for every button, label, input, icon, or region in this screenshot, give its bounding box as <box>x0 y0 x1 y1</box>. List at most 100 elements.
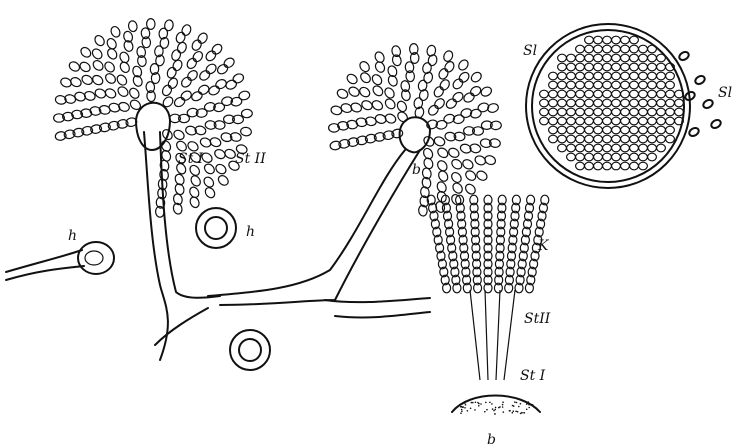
stipple-dot <box>503 411 505 413</box>
stipple-dot <box>461 411 463 413</box>
spore <box>188 196 200 209</box>
spore <box>457 70 471 84</box>
cell <box>585 81 594 89</box>
cell <box>567 108 576 116</box>
bottom-spore-inner <box>239 339 261 361</box>
spore <box>451 91 465 104</box>
spore <box>164 19 174 31</box>
cell <box>621 54 630 62</box>
cell <box>630 90 639 98</box>
cell <box>657 72 666 80</box>
cell <box>621 162 630 170</box>
cell <box>621 99 630 107</box>
cell <box>576 126 585 134</box>
label-b-bottom: b <box>487 432 496 448</box>
cell <box>657 144 666 152</box>
spore <box>203 162 217 175</box>
cell <box>648 153 657 161</box>
cell <box>630 153 639 161</box>
cell <box>576 90 585 98</box>
vesicle-stipple <box>460 401 534 414</box>
stipple-dot <box>526 403 528 405</box>
germinating-spore-body <box>78 242 114 274</box>
spore <box>185 57 198 71</box>
cell <box>576 63 585 71</box>
cell <box>576 108 585 116</box>
spore <box>167 77 180 91</box>
stipple-dot <box>462 406 464 408</box>
cell <box>657 135 666 143</box>
stipple-dot <box>526 409 528 411</box>
cell <box>558 135 567 143</box>
cell <box>639 162 648 170</box>
spore <box>232 72 245 84</box>
cell <box>621 81 630 89</box>
cell <box>675 108 684 116</box>
spore <box>436 146 450 159</box>
cell <box>603 36 612 44</box>
cell <box>639 126 648 134</box>
stipple-dot <box>528 407 530 409</box>
cell <box>648 144 657 152</box>
spore <box>196 31 209 45</box>
spore <box>462 91 476 104</box>
cell <box>585 63 594 71</box>
stipple-dot <box>464 407 466 409</box>
cell <box>549 108 558 116</box>
loose-spore <box>688 126 700 137</box>
cell <box>594 63 603 71</box>
cell <box>621 45 630 53</box>
cell <box>576 99 585 107</box>
cell <box>657 108 666 116</box>
cell <box>603 99 612 107</box>
cell <box>549 72 558 80</box>
spore <box>396 100 409 114</box>
cell <box>666 117 675 125</box>
spore <box>203 186 216 200</box>
cell <box>648 108 657 116</box>
cell <box>648 45 657 53</box>
cell <box>630 162 639 170</box>
spore <box>443 60 456 74</box>
cell <box>594 144 603 152</box>
spore <box>457 58 470 72</box>
cell <box>639 144 648 152</box>
cell <box>603 54 612 62</box>
cell <box>594 54 603 62</box>
germinating-spore-inner <box>85 251 103 265</box>
spore <box>238 90 251 101</box>
stipple-dot <box>495 407 497 409</box>
cell <box>612 153 621 161</box>
cell <box>576 45 585 53</box>
cell <box>567 135 576 143</box>
cell <box>666 135 675 143</box>
stipple-dot <box>498 407 500 409</box>
spore <box>171 59 183 72</box>
cell <box>540 108 549 116</box>
cell <box>594 72 603 80</box>
cell <box>639 108 648 116</box>
cell <box>585 36 594 44</box>
stipple-dot <box>491 403 493 405</box>
cell <box>612 108 621 116</box>
spore <box>78 60 92 73</box>
cell <box>639 54 648 62</box>
spore <box>68 60 82 73</box>
germinating-spore <box>6 250 84 280</box>
cell <box>603 117 612 125</box>
stipple-dot <box>532 404 534 406</box>
cell <box>567 81 576 89</box>
stipple-dot <box>523 412 525 414</box>
spore <box>181 24 193 37</box>
spore <box>202 175 215 189</box>
cell <box>576 81 585 89</box>
spore <box>115 73 128 87</box>
cell <box>630 117 639 125</box>
spore <box>225 79 238 91</box>
spore <box>172 128 186 141</box>
cell <box>630 36 639 44</box>
cell <box>585 135 594 143</box>
loose-spore <box>678 50 690 61</box>
stipple-dot <box>513 405 515 407</box>
